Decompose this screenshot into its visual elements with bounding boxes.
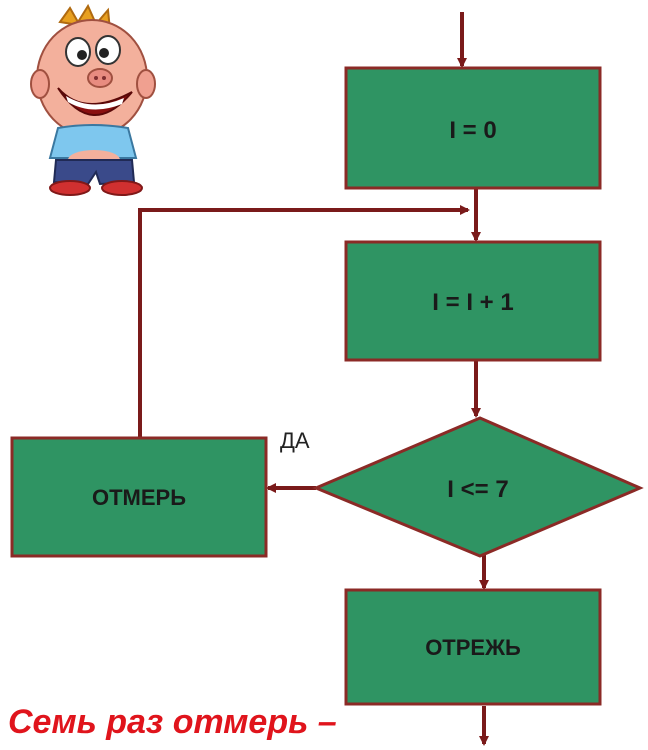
measure-step-node: ОТМЕРЬ: [10, 436, 268, 558]
loop-back-arrow: [138, 205, 470, 440]
yes-branch-label: ДА: [280, 428, 310, 453]
init-step-node: I = 0: [344, 66, 602, 190]
increment-step-node: I = I + 1: [344, 240, 602, 362]
increment-step-label: I = I + 1: [432, 289, 513, 316]
measure-step-label: ОТМЕРЬ: [92, 485, 186, 510]
condition-label: I <= 7: [447, 476, 508, 503]
cut-step-node: ОТРЕЖЬ: [344, 588, 602, 706]
connectors: [138, 12, 489, 746]
condition-node: I <= 7: [312, 416, 644, 558]
cut-step-label: ОТРЕЖЬ: [425, 635, 521, 660]
cartoon-boy-mascot-icon: [30, 3, 156, 196]
proverb-caption: Семь раз отмерь –: [8, 703, 337, 741]
init-step-label: I = 0: [449, 117, 496, 144]
